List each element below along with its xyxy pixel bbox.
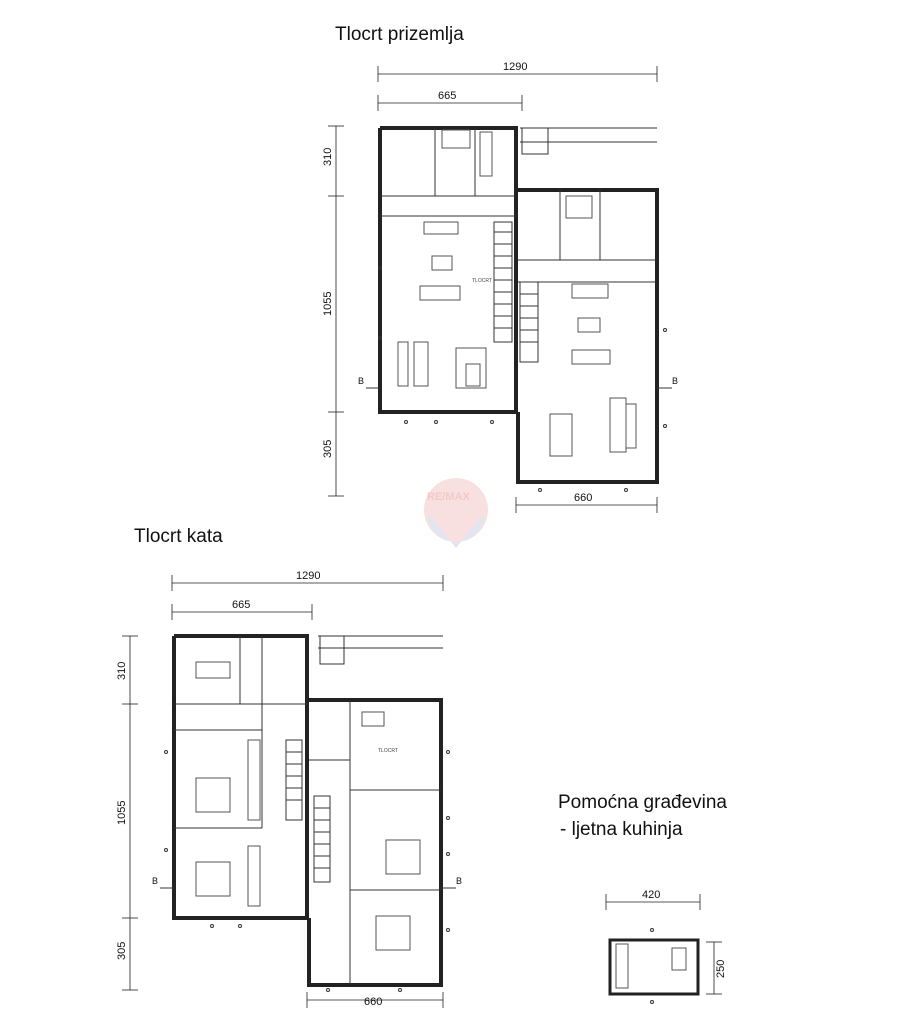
upper-floor-plan: 1290 665 310 1055 305 660 xyxy=(116,570,462,1008)
auxiliary-title-line1: Pomoćna građevina xyxy=(558,792,727,813)
ground-dim-left-width: 665 xyxy=(438,90,456,102)
ground-north-label: TLOCRT xyxy=(472,278,492,284)
upper-dim-left-width: 665 xyxy=(232,599,250,611)
upper-section-right: B xyxy=(456,876,462,886)
upper-dim-right-width: 660 xyxy=(364,996,382,1008)
upper-dim-height-main: 1055 xyxy=(116,801,128,825)
auxiliary-dim-width: 420 xyxy=(642,889,660,901)
ground-section-left: B xyxy=(358,376,364,386)
remax-watermark: RE/MAX xyxy=(424,478,488,548)
ground-floor-plan: 1290 665 310 1055 305 660 xyxy=(322,61,678,513)
ground-dim-height-top: 310 xyxy=(322,148,334,166)
ground-dim-height-main: 1055 xyxy=(322,292,334,316)
watermark-text: RE/MAX xyxy=(427,491,470,503)
upper-floor-title: Tlocrt kata xyxy=(134,526,223,547)
ground-dim-total-width: 1290 xyxy=(503,61,527,73)
auxiliary-building-plan: 420 250 xyxy=(605,889,727,1004)
upper-section-left: B xyxy=(152,876,158,886)
ground-dim-right-width: 660 xyxy=(574,492,592,504)
ground-section-right: B xyxy=(672,376,678,386)
auxiliary-title-line2: - ljetna kuhinja xyxy=(560,819,683,840)
upper-dim-height-bottom: 305 xyxy=(116,942,128,960)
ground-floor-title: Tlocrt prizemlja xyxy=(335,24,464,45)
upper-north-label: TLOCRT xyxy=(378,748,398,754)
auxiliary-dim-height: 250 xyxy=(715,960,727,978)
ground-dim-height-bottom: 305 xyxy=(322,440,334,458)
upper-dim-height-top: 310 xyxy=(116,662,128,680)
upper-dim-total-width: 1290 xyxy=(296,570,320,582)
